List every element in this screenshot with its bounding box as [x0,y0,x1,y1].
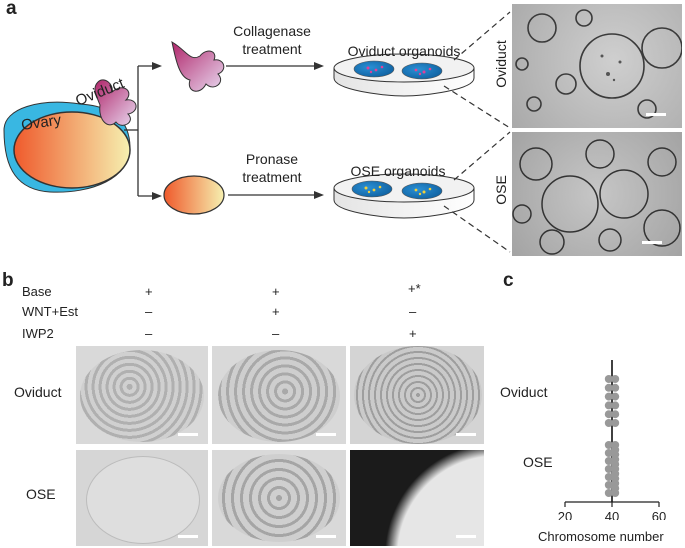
panel-b-letter: b [2,270,14,291]
scalebar-b3 [456,433,476,436]
chart-category-oviduct: Oviduct [500,384,548,400]
oviduct-organoid-micrograph [512,4,682,128]
point-oviduct [604,383,613,392]
col2-iwp2: – [272,326,280,341]
micrograph-ose-base [76,450,208,546]
point-ose [604,457,613,465]
ose-scalebar [642,241,662,244]
pronase-text-1: Pronase [246,151,298,167]
point-ose [604,481,613,489]
scalebar-b1 [178,433,198,436]
panel-c-letter: c [503,270,514,291]
ose-organoid-micrograph [512,132,682,256]
oviduct-scalebar [646,113,666,116]
point-oviduct [611,401,620,410]
x-tick-label-60: 60 [652,509,666,520]
col2-wnt-est: + [272,304,280,319]
scalebar-b4 [178,535,198,538]
point-ose [604,465,613,473]
col2-base: + [272,284,280,299]
point-oviduct [611,392,620,401]
col3-base: +* [408,281,421,296]
col3-wnt-est: – [409,304,417,319]
ovary-illustration [3,101,131,193]
point-oviduct [611,375,620,383]
row-header-base: Base [22,284,52,299]
ovary-text: Ovary [20,111,62,133]
pronase-text-2: treatment [242,169,301,185]
point-oviduct [611,383,620,392]
ose-dish [333,173,475,219]
x-tick-label-40: 40 [605,509,619,520]
point-oviduct [604,419,613,427]
point-oviduct [611,419,620,427]
chromosome-dot-plot: 20 40 60 [558,360,666,520]
micrograph-ose-wnt [212,450,346,546]
ose-organoids-text: OSE organoids [351,163,446,179]
zoom-lines [443,11,511,253]
row-header-wnt-est: WNT+Est [22,304,78,319]
chart-category-ose: OSE [523,454,553,470]
col1-wnt-est: – [145,304,153,319]
oviduct-organoids-text: Oviduct organoids [348,43,461,59]
x-tick-label-20: 20 [558,509,572,520]
branch-arrowhead-top [152,62,162,70]
branch-arrows [124,65,156,197]
ose-organoid-shapes [512,139,681,255]
oviduct-dish [333,53,475,97]
point-oviduct [611,410,620,419]
panel-a-schematic: Ovary Oviduct Collagenase treatment Pron… [3,11,511,253]
panel-a-letter: a [6,0,17,19]
row-label-ose: OSE [26,486,56,502]
collagenase-text-2: treatment [242,41,301,57]
col1-iwp2: – [145,326,153,341]
oviduct-organoid-shapes [515,9,682,119]
micrograph-oviduct-iwp2 [350,346,484,444]
row-header-iwp2: IWP2 [22,326,54,341]
point-ose [604,473,613,481]
micrograph-oviduct-wnt [212,346,346,444]
collagenase-arrowhead [314,62,324,70]
point-ose [604,489,613,497]
point-ose [604,441,613,449]
row-label-oviduct: Oviduct [14,384,62,400]
isolated-ose-illustration [163,175,225,215]
point-oviduct [604,375,613,383]
point-ose [604,449,613,457]
point-oviduct [604,410,613,419]
scalebar-b5 [316,535,336,538]
side-label-oviduct: Oviduct [493,40,509,88]
side-label-ose: OSE [493,175,509,205]
micrograph-oviduct-base [76,346,208,444]
chart-x-axis-label: Chromosome number [538,529,664,544]
chart-axes: 20 40 60 [558,360,666,520]
isolated-oviduct-illustration [171,41,225,92]
point-oviduct [604,401,613,410]
point-ose [611,489,620,497]
chart-points [604,375,620,497]
scalebar-b6 [456,535,476,538]
col1-base: + [145,284,153,299]
collagenase-text-1: Collagenase [233,23,311,39]
col3-iwp2: + [409,326,417,341]
oviduct-illustration [94,79,137,126]
scalebar-b2 [316,433,336,436]
branch-arrowhead-bottom [152,192,162,200]
micrograph-ose-iwp2 [350,450,484,546]
pronase-arrowhead [314,191,324,199]
point-oviduct [604,392,613,401]
